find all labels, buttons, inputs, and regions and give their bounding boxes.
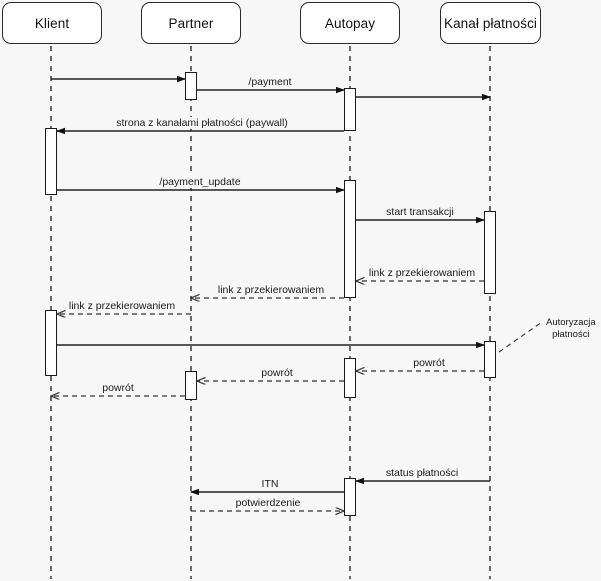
message-label-m13: powrót [100, 382, 136, 394]
message-label-m6: start transakcji [384, 206, 456, 218]
note-line: Autoryzacja [546, 317, 596, 328]
message-label-m11: powrót [411, 357, 447, 369]
participant-box-klient[interactable]: Klient [2, 2, 102, 44]
note-line: płatności [552, 329, 590, 340]
message-label-m2: /payment [246, 76, 294, 88]
activation-bar-partner[interactable] [185, 371, 197, 400]
message-label-m9: link z przekierowaniem [66, 300, 178, 312]
activation-bar-kanal[interactable] [484, 341, 496, 378]
message-label-m4: strona z kanałami płatności (paywall) [114, 117, 290, 129]
activation-bar-autopay[interactable] [344, 180, 356, 298]
participant-box-autopay[interactable]: Autopay [300, 2, 400, 44]
activation-bar-klient[interactable] [45, 128, 57, 195]
message-label-m7: link z przekierowaniem [366, 267, 478, 279]
activation-bar-autopay[interactable] [344, 88, 356, 131]
activation-bar-autopay[interactable] [344, 478, 356, 516]
note-leader-layer [498, 321, 543, 353]
participant-label-autopay: Autopay [324, 15, 376, 31]
message-label-m16: potwierdzenie [233, 497, 303, 509]
participant-label-kanal: Kanał płatności [443, 15, 538, 31]
message-label-m15: ITN [259, 478, 281, 490]
activation-bar-klient[interactable] [45, 310, 57, 376]
participant-box-kanal[interactable]: Kanał płatności [440, 2, 541, 44]
message-label-m8: link z przekierowaniem [215, 284, 327, 296]
message-label-m14: status płatności [383, 467, 461, 479]
activation-bar-autopay[interactable] [344, 358, 356, 398]
participant-box-partner[interactable]: Partner [141, 2, 241, 44]
participant-label-klient: Klient [34, 15, 70, 31]
participant-label-partner: Partner [168, 15, 214, 31]
message-label-m12: powrót [259, 367, 295, 379]
activation-bar-partner[interactable] [185, 72, 197, 100]
activation-bar-kanal[interactable] [484, 211, 496, 294]
message-label-m5: /payment_update [157, 176, 243, 188]
note-leader-line [498, 321, 543, 353]
message-arrow-layer [51, 75, 491, 511]
